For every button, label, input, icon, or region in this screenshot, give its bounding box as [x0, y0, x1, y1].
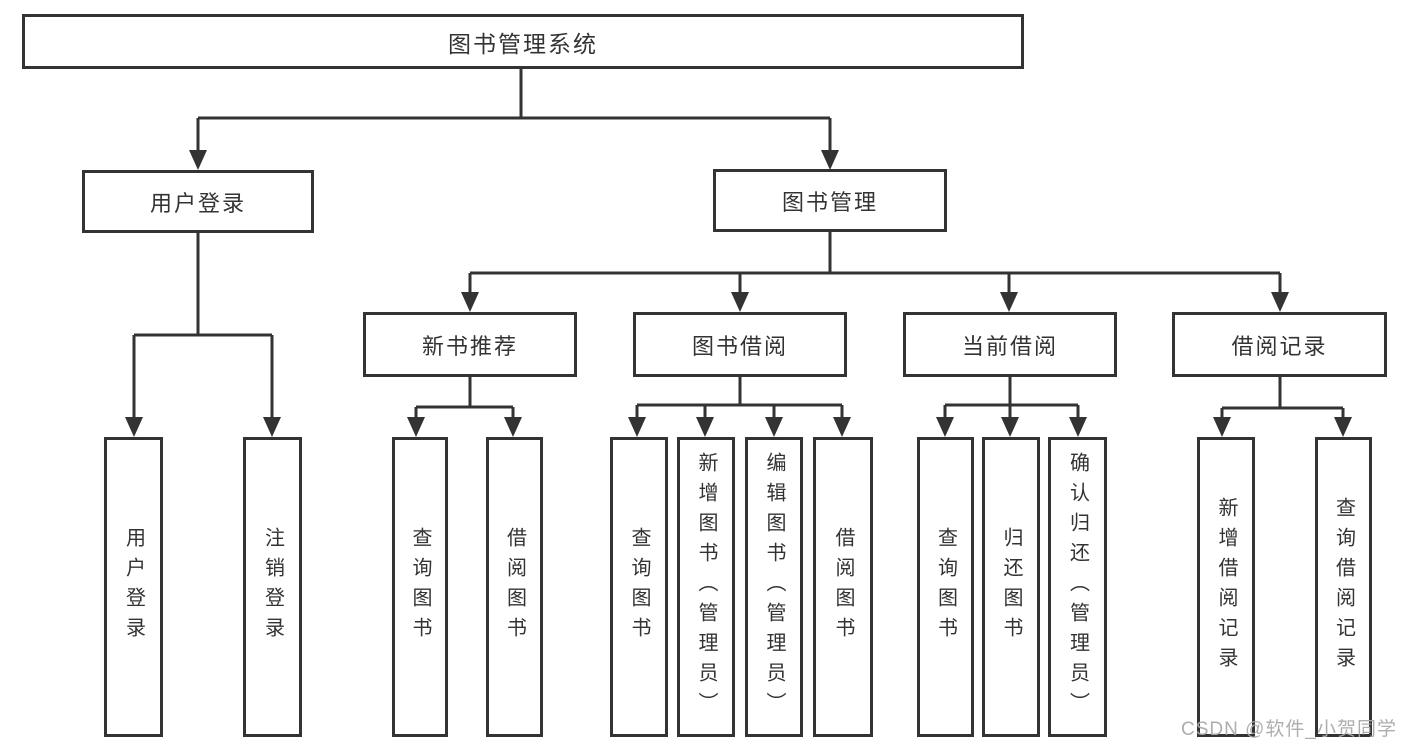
leaf-query-books-borrow: 查询图书 — [610, 437, 668, 737]
leaf-label: 注销登录 — [261, 527, 284, 647]
node-label: 图书借阅 — [691, 333, 788, 359]
node-label: 新书推荐 — [421, 333, 518, 359]
leaf-label: 借阅图书 — [832, 527, 854, 647]
leaf-logout: 注销登录 — [243, 437, 302, 737]
leaf-borrow-books: 借阅图书 — [813, 437, 873, 737]
leaf-label: 用户登录 — [122, 527, 145, 647]
connector-current-borrow-children — [943, 377, 1080, 425]
node-label: 图书管理系统 — [448, 30, 598, 57]
leaf-user-login: 用户登录 — [104, 437, 163, 737]
csdn-watermark: CSDN @软件_小贺同学 — [1181, 719, 1397, 740]
leaf-label: 归还图书 — [1000, 527, 1022, 647]
leaf-label: 查询图书 — [409, 527, 431, 647]
leaf-label: 查询图书 — [628, 527, 650, 647]
leaf-label: 新增图书（管理员） — [695, 452, 717, 722]
connector-user-login-children — [132, 233, 274, 425]
connector-borrow-records-children — [1220, 377, 1345, 425]
leaf-label: 编辑图书（管理员） — [763, 452, 785, 722]
leaf-edit-books-admin: 编辑图书（管理员） — [745, 437, 803, 737]
leaf-label: 查询借阅记录 — [1332, 497, 1355, 677]
leaf-query-borrow-record: 查询借阅记录 — [1315, 437, 1372, 737]
leaf-label: 确认归还（管理员） — [1066, 452, 1089, 722]
leaf-label: 借阅图书 — [503, 527, 526, 647]
node-borrow-records: 借阅记录 — [1172, 312, 1387, 377]
connector-new-book-children — [414, 377, 515, 425]
node-new-book-recommend: 新书推荐 — [363, 312, 577, 377]
leaf-return-books: 归还图书 — [982, 437, 1040, 737]
leaf-label: 查询图书 — [934, 527, 957, 647]
leaf-add-books-admin: 新增图书（管理员） — [677, 437, 735, 737]
connector-book-management-children — [468, 231, 1282, 300]
leaf-add-borrow-record: 新增借阅记录 — [1197, 437, 1255, 737]
leaf-query-books-recommend: 查询图书 — [392, 437, 448, 737]
connector-root-to-level2 — [196, 68, 832, 158]
node-current-borrow: 当前借阅 — [903, 312, 1117, 377]
node-label: 借阅记录 — [1231, 333, 1328, 359]
node-label: 用户登录 — [149, 190, 246, 216]
leaf-query-books-current: 查询图书 — [917, 437, 974, 737]
leaf-borrow-books-recommend: 借阅图书 — [486, 437, 543, 737]
node-label: 当前借阅 — [961, 333, 1058, 359]
node-book-management: 图书管理 — [713, 169, 947, 232]
leaf-confirm-return-admin: 确认归还（管理员） — [1048, 437, 1107, 737]
node-book-borrow: 图书借阅 — [633, 312, 847, 377]
node-library-management-system: 图书管理系统 — [22, 14, 1024, 69]
node-user-login: 用户登录 — [82, 170, 314, 233]
connector-book-borrow-children — [635, 377, 844, 425]
leaf-label: 新增借阅记录 — [1215, 497, 1237, 677]
node-label: 图书管理 — [781, 189, 878, 215]
